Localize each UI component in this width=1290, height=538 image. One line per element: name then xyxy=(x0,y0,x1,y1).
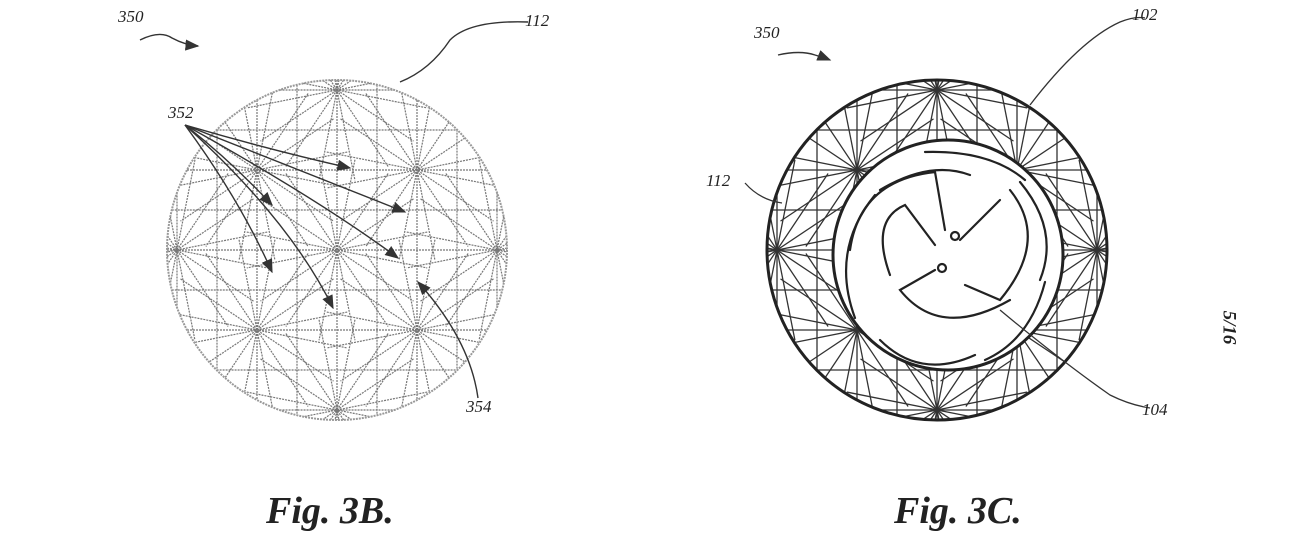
mesh-line xyxy=(846,82,971,109)
mesh-line xyxy=(208,137,334,222)
mesh-line xyxy=(167,235,229,327)
mesh-line xyxy=(260,80,352,142)
antenna-trace-pattern xyxy=(845,150,1048,366)
mesh-line xyxy=(224,253,309,379)
mesh-line xyxy=(179,314,348,349)
sheet-number: 5/16 xyxy=(1218,310,1240,345)
mesh-line xyxy=(398,107,431,261)
mesh-line xyxy=(334,319,356,421)
leader-354 xyxy=(417,280,479,399)
mesh-line xyxy=(1078,159,1105,284)
mesh-line xyxy=(246,391,371,418)
mesh-line xyxy=(846,391,971,418)
ref-352: 352 xyxy=(168,103,194,122)
mesh-line xyxy=(766,198,854,258)
ref-102: 102 xyxy=(1132,5,1158,24)
mesh-line xyxy=(401,92,436,261)
mesh-line xyxy=(478,216,505,341)
mesh-line xyxy=(303,391,428,418)
ref-112-3c: 112 xyxy=(706,171,731,190)
mesh-line xyxy=(303,82,428,109)
mesh-line xyxy=(334,79,356,181)
caption-fig-3c: Fig. 3C. xyxy=(894,490,1022,532)
mesh-line xyxy=(420,242,508,302)
mesh-line xyxy=(166,231,268,253)
mesh-line xyxy=(365,253,450,379)
mesh-line xyxy=(194,311,348,344)
mesh-line xyxy=(340,137,466,222)
mesh-line xyxy=(406,247,508,269)
mesh-line xyxy=(318,319,340,421)
mesh-line xyxy=(398,239,431,393)
mesh-line xyxy=(318,79,340,181)
mesh-line xyxy=(1078,216,1105,341)
fig-3c-antenna-disc xyxy=(744,16,1151,422)
mesh-line xyxy=(401,239,436,408)
mesh-line xyxy=(224,121,309,247)
leader-112 xyxy=(399,21,529,83)
mesh-line xyxy=(169,159,196,284)
mesh-line xyxy=(238,92,273,261)
mesh-line xyxy=(246,231,428,269)
ref-112-3b: 112 xyxy=(525,11,550,30)
mesh-line xyxy=(246,82,371,109)
mesh-line xyxy=(903,391,1028,418)
mesh-line xyxy=(478,159,505,284)
mesh-line xyxy=(194,156,348,189)
mesh-line xyxy=(769,159,796,284)
mesh-line xyxy=(769,216,796,341)
mesh-line xyxy=(326,314,495,349)
mesh-line xyxy=(420,198,508,258)
mesh-line xyxy=(365,121,450,247)
caption-fig-3b: Fig. 3B. xyxy=(266,490,394,532)
mesh-line xyxy=(326,151,495,186)
leader-104 xyxy=(999,309,1151,409)
mesh-line xyxy=(166,242,254,302)
leader-112 xyxy=(744,182,783,204)
leader-102 xyxy=(1029,16,1146,106)
mesh-line xyxy=(406,231,508,253)
mesh-line xyxy=(169,216,196,341)
leader-350 xyxy=(777,50,832,61)
mesh-line xyxy=(326,156,480,189)
mesh-line xyxy=(329,333,389,421)
mesh-line xyxy=(179,151,348,186)
ref-104: 104 xyxy=(1142,400,1168,419)
ref-354: 354 xyxy=(466,397,492,416)
mesh-line xyxy=(326,311,480,344)
fig-3b-mesh-disc xyxy=(139,21,529,421)
ref-350-3c: 350 xyxy=(754,23,780,42)
mesh-line xyxy=(340,278,466,363)
ref-350-3b: 350 xyxy=(118,7,144,26)
mesh-line xyxy=(285,79,345,167)
mesh-line xyxy=(166,247,268,269)
mesh-line xyxy=(329,79,389,167)
mesh-line xyxy=(208,278,334,363)
leader-350 xyxy=(139,33,200,51)
mesh-line xyxy=(243,107,276,261)
mesh-line xyxy=(285,333,345,421)
mesh-line xyxy=(903,82,1028,109)
leader-352-arrows xyxy=(184,124,407,310)
mesh-line xyxy=(166,198,254,258)
mesh-line xyxy=(238,239,273,408)
